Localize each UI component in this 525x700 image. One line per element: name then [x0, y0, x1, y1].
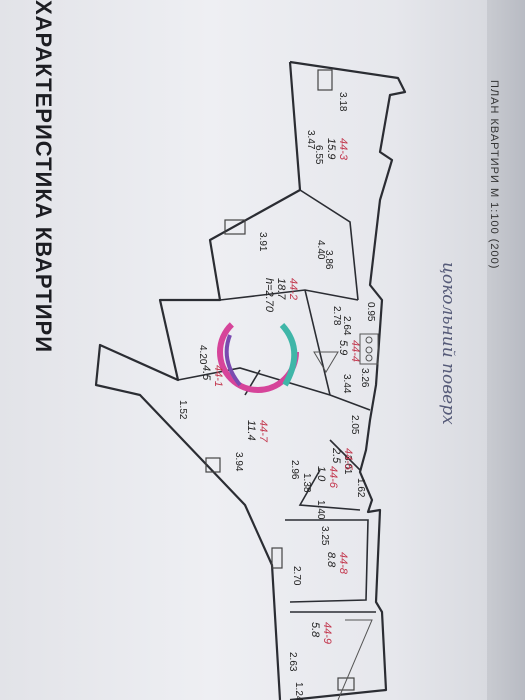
dimension-label: 0.95 [365, 302, 376, 322]
dimension-label: 4.20 [197, 345, 208, 365]
room-number: 44-3 [337, 138, 349, 161]
dimension-label: 1.38 [301, 473, 312, 493]
dimension-label: 2.64 [341, 316, 352, 336]
dimension-label: 2.63 [287, 652, 298, 672]
dimension-label: 3.44 [341, 374, 352, 394]
room-number: 44-2 [287, 278, 299, 300]
kitchen-appliances [313, 333, 379, 700]
room-number: 44-4 [349, 340, 361, 362]
dimension-label: 1.24 [293, 682, 304, 700]
room-area: 1.0 [315, 466, 327, 482]
room-area: 18.7 [275, 278, 287, 300]
room-number: 44-5 [342, 448, 354, 471]
dimension-label: 3.18 [337, 92, 348, 112]
room-area: 8.8 [325, 552, 337, 568]
room-area: 15.9 [325, 138, 337, 159]
dimension-label: 3.01 [342, 455, 353, 475]
room-area: 4.5 [200, 365, 212, 381]
dimension-label: 2.96 [289, 460, 300, 480]
room-labels: 44-315.9 44-218.7h=2.70 44-45.9 44-14.5 44-7… [200, 138, 361, 644]
room-number: 44-8 [337, 552, 349, 575]
inner-walls [177, 189, 376, 613]
room-area: 2.5 [330, 447, 342, 464]
dimension-label: 6.55 [313, 145, 324, 165]
dimension-label: 1.40 [315, 500, 326, 520]
dimension-label: 1.52 [177, 400, 188, 420]
dimension-label: 1.62 [355, 478, 366, 498]
page-fold-shadow [487, 0, 525, 700]
room-area: 5.8 [309, 622, 321, 638]
dimension-labels: 6.553.47 3.18 4.40 3.91 3.86 2.78 0.95 2.64 3.26… [177, 92, 376, 700]
dimension-label: 3.47 [305, 130, 316, 150]
room-area: 11.4 [245, 420, 257, 441]
dimension-label: 4.40 [315, 240, 326, 260]
dimension-label: 3.91 [257, 232, 268, 252]
room-number: 44-6 [327, 466, 339, 489]
dimension-label: 3.94 [233, 452, 244, 472]
dimension-label: 2.70 [291, 566, 302, 586]
dimension-label: 3.26 [359, 368, 370, 388]
room-number: 44-9 [321, 622, 333, 644]
dimension-label: 2.05 [349, 415, 360, 435]
outer-walls [94, 60, 407, 700]
window-marks [205, 69, 355, 691]
room-height: h=2.70 [263, 278, 275, 313]
dimension-label: 3.86 [323, 250, 334, 270]
room-number: 44-7 [257, 420, 269, 443]
stamp-logo [217, 311, 299, 393]
room-area: 5.9 [337, 340, 349, 355]
dimension-label: 2.78 [331, 306, 342, 326]
room-number: 44-1 [212, 365, 224, 387]
dimension-label: 3.25 [319, 526, 330, 546]
